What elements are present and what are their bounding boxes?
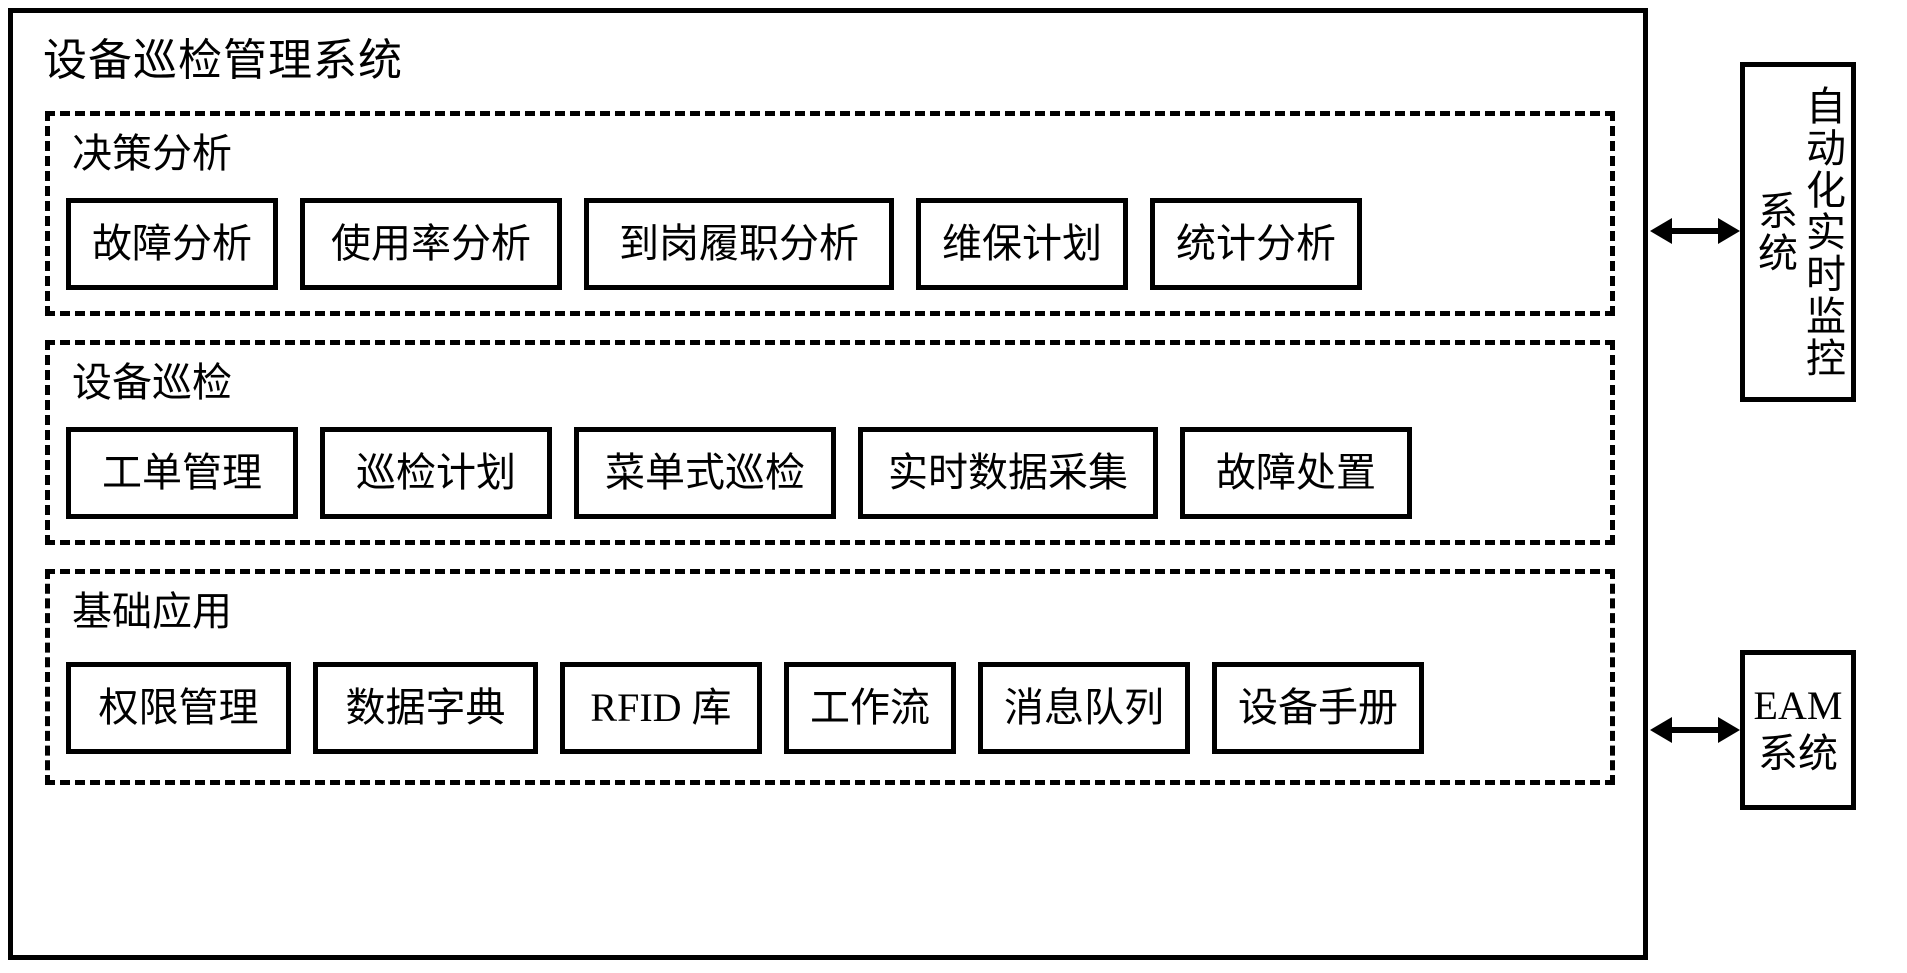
layer-basic-application-modules: 权限管理 数据字典 RFID 库 工作流 消息队列 设备手册 — [66, 662, 1594, 754]
layer-equipment-inspection-modules: 工单管理 巡检计划 菜单式巡检 实时数据采集 故障处置 — [66, 427, 1594, 519]
layer-equipment-inspection: 设备巡检 工单管理 巡检计划 菜单式巡检 实时数据采集 故障处置 — [45, 340, 1615, 545]
module-rfid-library[interactable]: RFID 库 — [560, 662, 762, 754]
module-duty-performance-analysis[interactable]: 到岗履职分析 — [584, 198, 894, 290]
module-inspection-plan[interactable]: 巡检计划 — [320, 427, 552, 519]
layer-basic-application: 基础应用 权限管理 数据字典 RFID 库 工作流 消息队列 设备手册 — [45, 569, 1615, 785]
module-data-dictionary[interactable]: 数据字典 — [313, 662, 538, 754]
module-menu-based-inspection[interactable]: 菜单式巡检 — [574, 427, 836, 519]
module-permission-management[interactable]: 权限管理 — [66, 662, 291, 754]
arrow-head-left-icon — [1650, 218, 1672, 244]
system-title: 设备巡检管理系统 — [43, 36, 403, 85]
arrow-head-left-icon — [1650, 717, 1672, 743]
connector-monitor-double-arrow — [1650, 218, 1740, 244]
arrow-shaft — [1672, 228, 1718, 234]
module-utilization-analysis[interactable]: 使用率分析 — [300, 198, 562, 290]
layer-equipment-inspection-title: 设备巡检 — [72, 360, 232, 405]
module-message-queue[interactable]: 消息队列 — [978, 662, 1190, 754]
arrow-head-right-icon — [1718, 218, 1740, 244]
layer-decision: 决策分析 故障分析 使用率分析 到岗履职分析 维保计划 统计分析 — [45, 111, 1615, 316]
module-work-order-management[interactable]: 工单管理 — [66, 427, 298, 519]
external-system-monitor-label: 自动化实时监控系统 — [1752, 85, 1845, 379]
module-realtime-data-collection[interactable]: 实时数据采集 — [858, 427, 1158, 519]
layer-basic-application-title: 基础应用 — [72, 589, 232, 634]
system-container: 设备巡检管理系统 决策分析 故障分析 使用率分析 到岗履职分析 维保计划 统计分… — [8, 8, 1648, 960]
module-fault-handling[interactable]: 故障处置 — [1180, 427, 1412, 519]
module-fault-analysis[interactable]: 故障分析 — [66, 198, 278, 290]
connector-eam-double-arrow — [1650, 717, 1740, 743]
external-system-eam-label-line1: EAM — [1753, 683, 1843, 728]
layer-decision-title: 决策分析 — [72, 131, 232, 176]
module-workflow[interactable]: 工作流 — [784, 662, 956, 754]
arrow-head-right-icon — [1718, 717, 1740, 743]
external-system-eam-label-line2: 系统 — [1758, 731, 1838, 776]
layer-decision-modules: 故障分析 使用率分析 到岗履职分析 维保计划 统计分析 — [66, 198, 1594, 290]
external-system-eam[interactable]: EAM 系统 — [1740, 650, 1856, 810]
module-statistical-analysis[interactable]: 统计分析 — [1150, 198, 1362, 290]
module-equipment-manual[interactable]: 设备手册 — [1212, 662, 1424, 754]
arrow-shaft — [1672, 727, 1718, 733]
external-system-monitor[interactable]: 自动化实时监控系统 — [1740, 62, 1856, 402]
module-maintenance-plan[interactable]: 维保计划 — [916, 198, 1128, 290]
